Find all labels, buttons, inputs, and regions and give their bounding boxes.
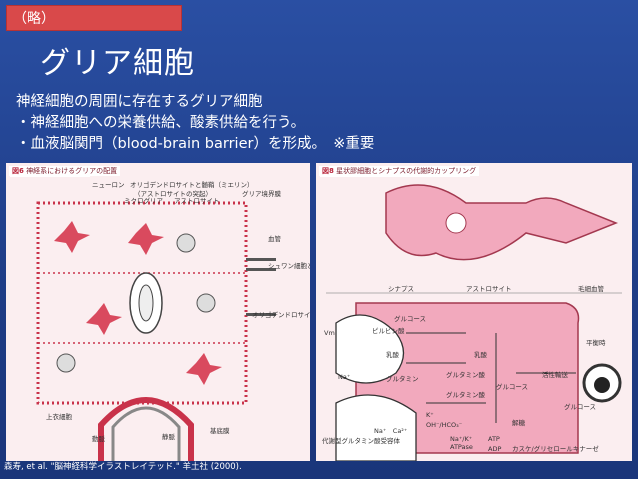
- figure-left-heading: 図6 神経系におけるグリアの配置: [9, 166, 121, 176]
- label-na-ca: Na⁺ Ca²⁺: [374, 427, 408, 435]
- label-lactate-2: 乳酸: [474, 351, 487, 359]
- figure-left-title: 神経系におけるグリアの配置: [26, 167, 118, 175]
- metabolic-coupling-diagram: [320, 167, 622, 461]
- label-astro-process: （アストロサイトの突起）: [134, 190, 212, 198]
- label-equilibrium: 平衡時: [586, 339, 606, 347]
- label-microglia: ミクログリア: [124, 197, 163, 205]
- label-lactate-1: 乳酸: [386, 351, 399, 359]
- label-glucose-1: グルコース: [394, 315, 427, 323]
- bullet-list: 神経細胞の周囲に存在するグリア細胞 ・神経細胞への栄養供給、酸素供給を行う。 ・…: [16, 92, 374, 155]
- label-schwann: シュワン細胞と髄鞘: [268, 262, 310, 270]
- label-oligo-myelin: オリゴデンドロサイトと髄鞘: [252, 311, 310, 319]
- label-blood-vessel: 血管: [268, 235, 281, 243]
- label-glutamate-1: グルタミン酸: [446, 371, 485, 379]
- figure-right-heading: 図8 星状膠細胞とシナプスの代謝的カップリング: [319, 166, 480, 176]
- label-oh-hco3: OH⁻/HCO₃⁻: [426, 421, 463, 429]
- citation-caption: 森寿, et al. "脳神経科学イラストレイテッド." 羊土社 (2000).: [4, 462, 242, 472]
- label-glucose-2: グルコース: [496, 383, 529, 391]
- label-oligodendrocyte: オリゴデンドロサイトと髄鞘（ミエリン）: [130, 181, 254, 189]
- metabolic-coupling-figure: 図8 星状膠細胞とシナプスの代謝的カップリング シナプス アストロサイト 毛細血…: [316, 163, 632, 461]
- label-vm: Vm: [324, 329, 335, 337]
- label-neuron: ニューロン: [92, 181, 125, 189]
- section-tag: （略）: [6, 5, 182, 31]
- label-capillary: 毛細血管: [578, 285, 604, 293]
- label-atp: ATP: [488, 435, 500, 443]
- label-metabotropic: 代謝型グルタミン酸受容体: [322, 437, 400, 445]
- glia-placement-figure: 図6 神経系におけるグリアの配置 ニューロン オリゴデンドロサイトと髄鞘（ミエリ…: [6, 163, 310, 461]
- bullet-line-3: ・血液脳関門（blood-brain barrier）を形成。 ※重要: [16, 136, 375, 152]
- label-adp: ADP: [488, 445, 502, 453]
- label-na: Na⁺: [338, 373, 351, 381]
- label-nak-atpase: Na⁺/K⁺ ATPase: [450, 435, 473, 451]
- label-vein: 静脈: [162, 433, 175, 441]
- label-astrocyte: アストロサイト: [174, 197, 220, 205]
- bullet-line-2: ・神経細胞への栄養供給、酸素供給を行う。: [16, 115, 306, 131]
- label-hexokinase: カスケ/グリセロールキナーゼ: [512, 445, 599, 453]
- label-glucose-3: グルコース: [564, 403, 597, 411]
- label-basement: 基底膜: [210, 427, 230, 435]
- label-ependymal: 上衣細胞: [46, 413, 72, 421]
- slide-title: グリア細胞: [40, 46, 195, 81]
- label-pyruvate: ピルビン酸: [372, 327, 405, 335]
- label-synapse: シナプス: [388, 285, 414, 293]
- figure-right-title: 星状膠細胞とシナプスの代謝的カップリング: [336, 167, 477, 175]
- bullet-line-1: 神経細胞の周囲に存在するグリア細胞: [16, 94, 263, 110]
- label-glia-limitans: グリア境界膜: [242, 190, 281, 198]
- label-glutamate-2: グルタミン酸: [446, 391, 485, 399]
- label-k: K⁺: [426, 411, 434, 419]
- figure-right-number: 図8: [322, 167, 334, 175]
- label-active-transport: 活性輸送: [542, 371, 568, 379]
- label-astrocyte-col: アストロサイト: [466, 285, 512, 293]
- figure-left-number: 図6: [12, 167, 24, 175]
- label-artery: 動脈: [92, 435, 105, 443]
- label-glycolysis: 解糖: [512, 419, 525, 427]
- label-glutamine: グルタミン: [386, 375, 419, 383]
